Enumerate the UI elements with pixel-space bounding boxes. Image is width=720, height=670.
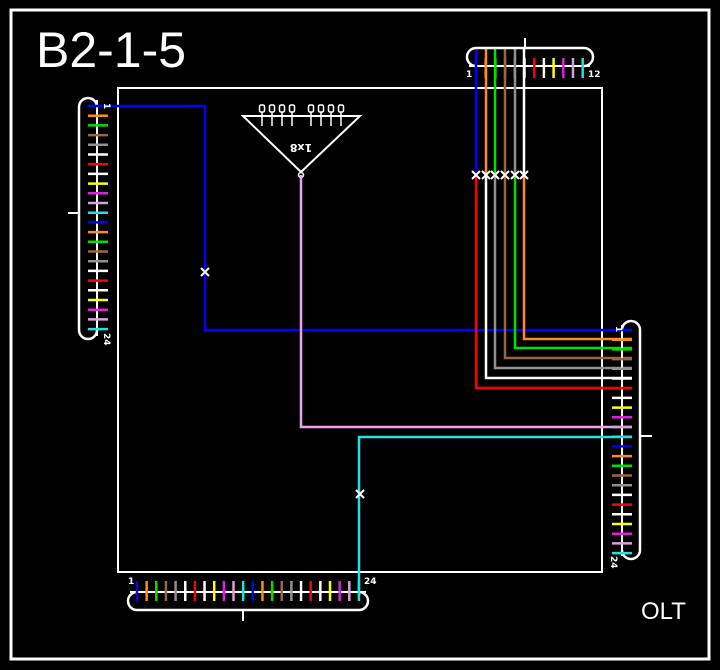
cut-mark-left1 xyxy=(200,267,210,277)
splitter-1x8[interactable]: 1x8 xyxy=(240,104,363,179)
left-cable-start-label: 1 xyxy=(101,103,111,109)
diagram-title: B2-1-5 xyxy=(36,22,186,78)
splitter-label: 1x8 xyxy=(290,141,312,154)
cut-mark-top6 xyxy=(519,170,529,180)
bottom-cable-start-label: 1 xyxy=(128,577,134,587)
splitter-port-connector-1 xyxy=(258,104,266,113)
connection-top4-lower xyxy=(503,175,632,360)
equipment-label-olt: OLT xyxy=(641,598,686,625)
connection-top2-lower xyxy=(484,175,632,380)
splitter-port-connector-6 xyxy=(317,104,325,113)
connection-splitter-right11 xyxy=(299,175,632,429)
splitter-port-connector-2 xyxy=(268,104,276,113)
connection-left1-right1 xyxy=(88,104,632,332)
connection-top1-lower xyxy=(474,175,632,390)
cut-mark-top1 xyxy=(471,170,481,180)
top-cable-start-label: 1 xyxy=(466,70,472,80)
splitter-port-connector-8 xyxy=(337,104,345,113)
splitter-port-connector-4 xyxy=(288,104,296,113)
right-cable-end-label: 24 xyxy=(608,556,618,569)
left-cable-end-label: 24 xyxy=(101,333,111,346)
cut-mark-bottom24 xyxy=(355,489,365,499)
connection-top6-lower xyxy=(522,175,632,341)
cut-mark-top2 xyxy=(481,170,491,180)
connection-bottom24-right12 xyxy=(357,435,632,596)
connection-top5-lower xyxy=(513,175,632,350)
cut-mark-top3 xyxy=(490,170,500,180)
outer-frame xyxy=(9,8,711,661)
cut-mark-top4 xyxy=(500,170,510,180)
cut-mark-top5 xyxy=(510,170,520,180)
right-cable-start-label: 1 xyxy=(613,326,623,332)
splitter-port-connector-7 xyxy=(327,104,335,113)
cables-layer xyxy=(68,38,652,621)
top-cable-end-label: 12 xyxy=(588,70,601,80)
connections-layer xyxy=(88,48,632,596)
splitter-port-connector-3 xyxy=(278,104,286,113)
splitter-body xyxy=(240,115,363,174)
bottom-cable-end-label: 24 xyxy=(364,577,377,587)
splitter-port-connector-5 xyxy=(307,104,315,113)
bottom-cable-sheath xyxy=(126,590,370,612)
connection-top3-lower xyxy=(493,175,632,370)
